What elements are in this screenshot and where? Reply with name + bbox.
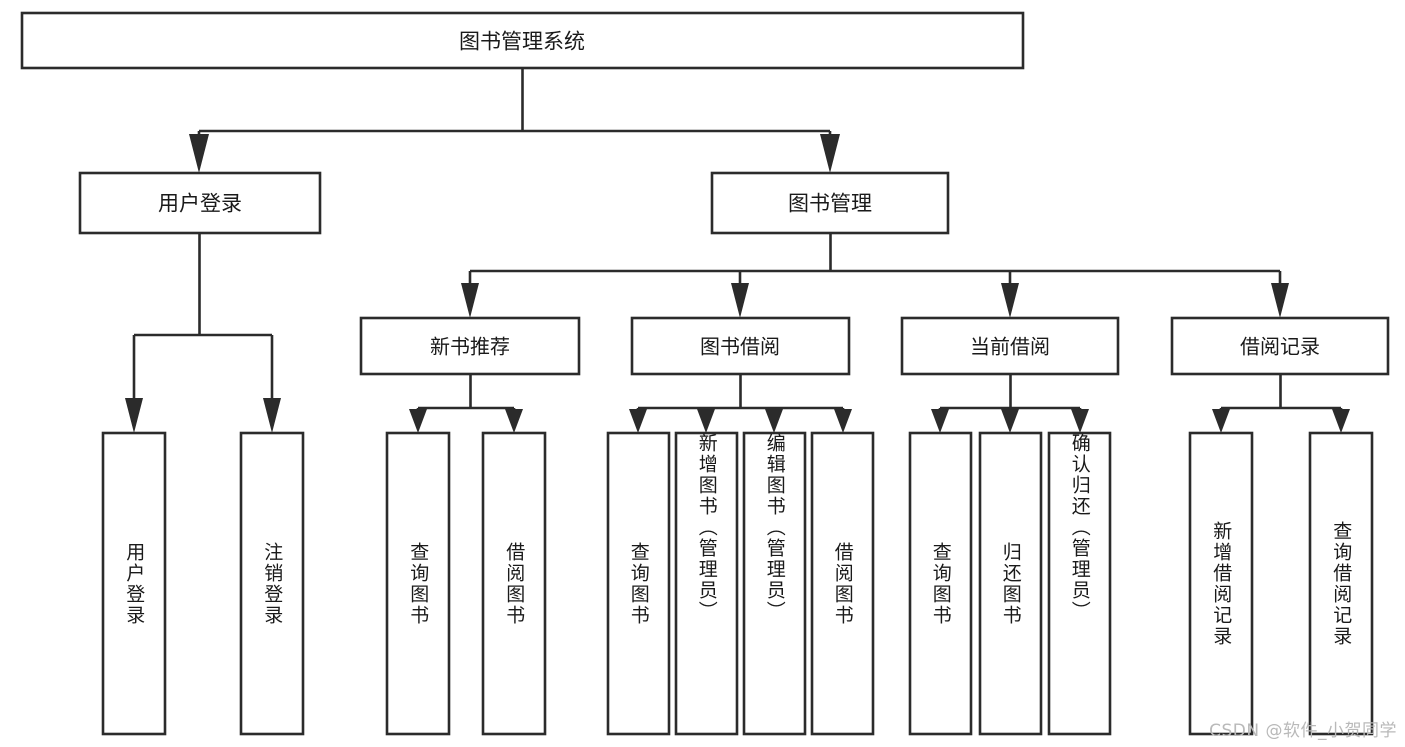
node-borrow-record-label: 借阅记录: [1240, 335, 1320, 359]
node-root-label: 图书管理系统: [459, 30, 585, 54]
connector-group-borrow-record: [1212, 374, 1350, 433]
leaf-box-return-book[interactable]: [978, 431, 1043, 736]
arrow-head-icon: [409, 409, 427, 433]
arrow-head-icon: [629, 409, 647, 433]
leaf-box-borrow-book-2[interactable]: [810, 431, 875, 736]
node-book-manage-label: 图书管理: [788, 192, 872, 216]
leaf-box-query-book-3[interactable]: [908, 431, 973, 736]
watermark-text: CSDN @软件_小贺同学: [1209, 721, 1397, 741]
connector-group-root: [189, 68, 840, 173]
leaf-box-user-login[interactable]: [101, 431, 167, 736]
arrow-head-icon: [461, 283, 479, 318]
connector-group-user-login: [125, 233, 281, 433]
leaf-box-edit-book[interactable]: [742, 431, 807, 736]
node-borrow-record[interactable]: 借阅记录: [1170, 316, 1390, 376]
node-user-login-box: [78, 171, 322, 235]
connector-group-book-borrow: [629, 374, 852, 433]
arrow-head-icon: [931, 409, 949, 433]
arrow-head-icon: [189, 134, 209, 173]
node-book-borrow-box: [630, 316, 851, 376]
node-book-manage-box: [710, 171, 950, 235]
leaf-box-add-book[interactable]: [674, 431, 739, 736]
arrow-head-icon: [820, 134, 840, 173]
leaf-box-query-book-2[interactable]: [606, 431, 671, 736]
arrow-head-icon: [125, 398, 143, 433]
arrow-head-icon: [1001, 283, 1019, 318]
leaf-box-add-record[interactable]: [1188, 431, 1254, 736]
node-borrow-record-box: [1170, 316, 1390, 376]
node-new-book-recommend-box: [359, 316, 581, 376]
leaf-box-confirm-return[interactable]: [1047, 431, 1112, 736]
node-current-borrow[interactable]: 当前借阅: [900, 316, 1120, 376]
node-user-login-label: 用户登录: [158, 192, 242, 216]
arrow-head-icon: [765, 409, 783, 433]
arrow-head-icon: [1001, 409, 1019, 433]
node-new-book-recommend-label: 新书推荐: [430, 335, 510, 359]
arrow-head-icon: [834, 409, 852, 433]
arrow-head-icon: [263, 398, 281, 433]
arrow-head-icon: [1071, 409, 1089, 433]
leaf-box-logout[interactable]: [239, 431, 305, 736]
arrow-head-icon: [731, 283, 749, 318]
leaf-node-group: [101, 431, 1374, 736]
node-book-borrow-label: 图书借阅: [700, 335, 780, 359]
connector-group-book-manage: [461, 233, 1289, 318]
arrow-head-icon: [1212, 409, 1230, 433]
leaf-box-borrow-book-1[interactable]: [481, 431, 547, 736]
arrow-head-icon: [1271, 283, 1289, 318]
node-root-box: [20, 11, 1025, 70]
node-current-borrow-box: [900, 316, 1120, 376]
arrow-head-icon: [697, 409, 715, 433]
node-new-book-recommend[interactable]: 新书推荐: [359, 316, 581, 376]
arrow-head-icon: [1332, 409, 1350, 433]
node-user-login[interactable]: 用户登录: [78, 171, 322, 235]
node-book-borrow[interactable]: 图书借阅: [630, 316, 851, 376]
arrow-head-icon: [505, 409, 523, 433]
connector-group-current-borrow: [931, 374, 1089, 433]
leaf-box-query-record[interactable]: [1308, 431, 1374, 736]
node-current-borrow-label: 当前借阅: [970, 335, 1050, 359]
connector-group-new-book-recommend: [409, 374, 523, 433]
node-root[interactable]: 图书管理系统: [20, 11, 1025, 70]
leaf-box-query-book-1[interactable]: [385, 431, 451, 736]
node-book-manage[interactable]: 图书管理: [710, 171, 950, 235]
